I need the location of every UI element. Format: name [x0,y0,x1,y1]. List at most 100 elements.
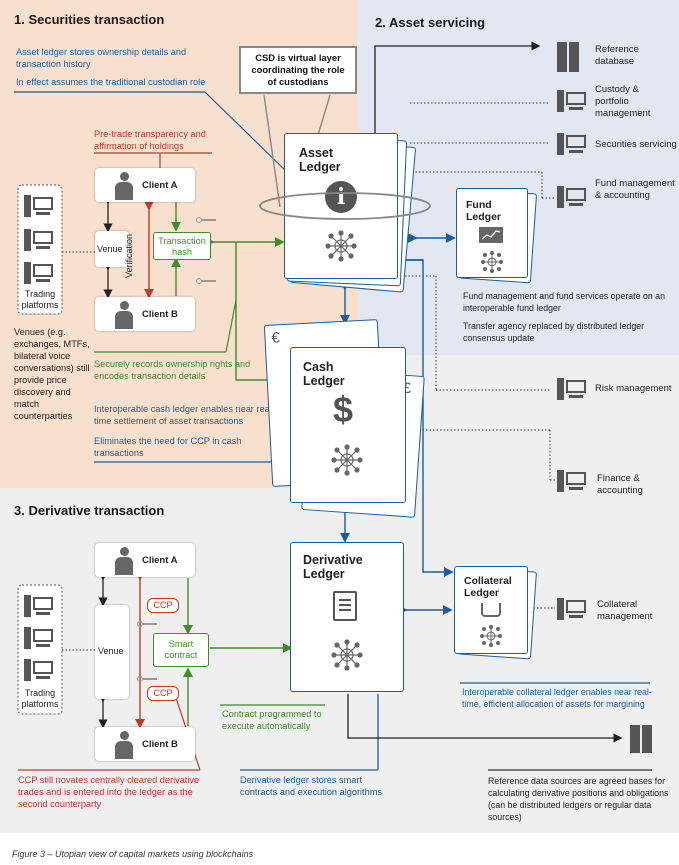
key-icon [137,621,157,627]
deriv-client-a-box: Client A [95,543,195,577]
server-icon [24,659,54,681]
csd-box-text: CSD is virtual layer coordinating the ro… [251,52,345,87]
derivative-ledger-title: Derivative Ledger [303,553,363,581]
deriv-venue-box: Venue [95,605,129,699]
key-icon [137,676,157,682]
server-icon [24,229,54,251]
note-secure-records: Securely records ownership rights and en… [94,359,251,381]
deriv-venue-label: Venue [98,646,124,656]
asset-ledger-title: Asset Ledger [299,146,341,174]
note-assumes-custodian: In effect assumes the traditional custod… [16,77,206,87]
note-ccp-novates: CCP still novates centrally cleared deri… [18,775,200,809]
note-pretrade: Pre-trade transparency and affirmation o… [94,129,206,151]
client-a-label: Client A [142,180,178,191]
client-b-label: Client B [142,309,178,320]
ccp-badge-top: CCP [147,598,179,613]
euro-symbol: € [271,329,281,347]
deriv-client-b-box: Client B [95,727,195,761]
server-icon [557,378,587,400]
note-interop-cash: Interoperable cash ledger enables near r… [94,404,275,426]
note-interop-collateral: Interoperable collateral ledger enables … [462,687,652,709]
reference-data-server [630,725,656,755]
client-b-box: Client B [95,297,195,331]
asset-ledger-card: Asset Ledger i [284,133,398,279]
server-icon [24,627,54,649]
key-icon [196,278,216,284]
server-icon [557,90,587,112]
section-title-derivative: 3. Derivative transaction [14,503,165,518]
note-asset-ledger-stores: Asset ledger stores ownership details an… [16,47,187,69]
person-icon [115,172,133,200]
network-icon [331,444,363,476]
deriv-client-b-label: Client B [142,739,178,750]
note-fund-management: Fund management and fund services operat… [463,291,665,313]
server-icon [24,595,54,617]
trading-platforms-label: Trading platforms [21,688,59,709]
note-venues: Venues (e.g. exchanges, MTFs, bilateral … [14,327,90,421]
network-icon [480,625,502,647]
server-icon [557,598,587,620]
smart-contract-box: Smart contract [153,633,209,667]
note-deriv-ledger-stores: Derivative ledger stores smart contracts… [240,775,382,797]
service-securities-servicing: Securities servicing [557,133,679,157]
csd-box: CSD is virtual layer coordinating the ro… [239,46,357,94]
server-icon [630,725,640,753]
transaction-hash-box: Transaction hash [153,232,211,260]
cash-ledger-card: Cash Ledger $ [290,347,406,503]
service-fund-accounting: Fund management & accounting [557,178,677,218]
server-icon [24,262,54,284]
client-a-box: Client A [95,168,195,202]
fund-ledger-card: Fund Ledger [456,188,528,278]
derivative-ledger-card: Derivative Ledger [290,542,404,692]
deriv-client-a-label: Client A [142,555,178,566]
chart-icon [479,227,503,243]
person-icon [115,547,133,575]
collateral-ledger-card: Collateral Ledger [454,566,528,654]
service-fund-accounting-label: Fund management & accounting [595,178,675,201]
basket-icon [481,603,501,617]
venue-label: Venue [97,244,123,254]
section-title-asset-servicing: 2. Asset servicing [375,15,486,30]
dollar-icon: $ [333,389,354,430]
key-icon [196,217,216,223]
info-icon: i [325,181,357,213]
person-icon [115,731,133,759]
fund-ledger-title: Fund Ledger [466,199,502,223]
note-reference-sources: Reference data sources are agreed bases … [488,776,669,822]
note-transfer-agency: Transfer agency replaced by distributed … [463,321,645,343]
trading-platforms-securities: Trading platforms [18,185,62,314]
server-icon [557,133,587,155]
network-icon [331,639,363,671]
collateral-ledger-title: Collateral Ledger [464,575,512,599]
service-collateral-management: Collateral management [557,596,677,630]
service-finance-accounting: Finance & accounting [557,468,677,502]
service-collateral-management-label: Collateral management [597,599,653,622]
venue-box: Venue [95,231,129,267]
note-eliminates-ccp: Eliminates the need for CCP in cash tran… [94,436,242,458]
note-contract-programmed: Contract programmed to execute automatic… [222,709,322,731]
document-icon [333,591,357,621]
figure-caption: Figure 3 – Utopian view of capital marke… [12,849,254,859]
server-icon [557,186,587,208]
ccp-badge-bottom: CCP [147,686,179,701]
service-reference-database: Reference database [557,40,677,74]
network-icon [481,251,503,273]
person-icon [115,301,133,329]
section-title-securities: 1. Securities transaction [14,12,165,27]
service-risk-management: Risk management [557,378,679,402]
service-finance-accounting-label: Finance & accounting [597,473,643,496]
server-icon [24,195,54,217]
network-icon [325,230,357,262]
service-securities-servicing-label: Securities servicing [595,139,677,150]
trading-platforms-label: Trading platforms [21,289,59,310]
service-reference-database-label: Reference database [595,44,639,67]
server-icon [557,42,581,72]
trading-platforms-derivative: Trading platforms [18,585,62,714]
server-icon [557,470,587,492]
service-risk-management-label: Risk management [595,383,672,394]
service-custody-label: Custody & portfolio management [595,84,651,119]
service-custody: Custody & portfolio management [557,84,677,124]
cash-ledger-title: Cash Ledger [303,360,345,388]
